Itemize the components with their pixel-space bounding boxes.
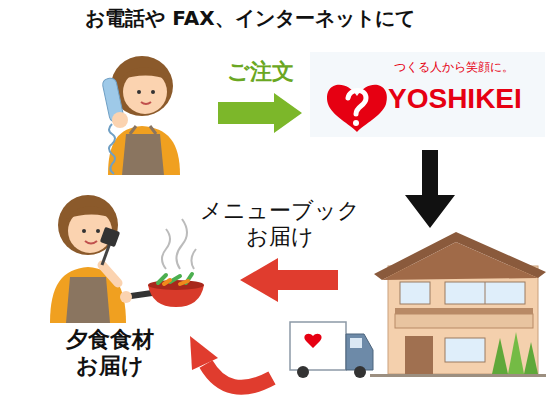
illustration-part: [327, 85, 387, 132]
curved-arrow: [206, 364, 272, 387]
illustration-part: [109, 124, 115, 174]
illustration-part: [112, 112, 128, 128]
illustration-part: [102, 243, 110, 265]
house: [370, 232, 546, 377]
illustration-part: [348, 91, 366, 115]
illustration-part: [508, 332, 524, 374]
illustration-part: [492, 338, 508, 374]
illustration-part: [370, 374, 546, 377]
menu-book-label: メニューブック お届け: [196, 198, 364, 251]
illustration-part: [290, 322, 346, 370]
phone-woman-node: お電話や FAX、インターネットにて: [90, 50, 215, 175]
heading-text: お電話や FAX、インターネットにて: [52, 6, 448, 30]
illustration-part: [158, 274, 192, 283]
illustration-part: [151, 90, 155, 94]
illustration-part: [120, 291, 132, 303]
illustration-part: [130, 126, 156, 134]
illustration-part: [297, 366, 309, 378]
illustration-part: [108, 126, 180, 175]
tagline-text: つくる人から笑顔に。: [394, 60, 542, 74]
cooking-woman: [40, 185, 210, 325]
illustration-part: [388, 266, 538, 374]
illustration-part: [304, 334, 321, 348]
illustration-part: [395, 314, 533, 328]
illustration-part: [445, 282, 525, 304]
illustration-part: [164, 280, 188, 284]
illustration-part: [405, 336, 433, 374]
illustration-part: [353, 120, 359, 126]
illustration-part: [100, 227, 121, 248]
illustration-part: [141, 102, 151, 104]
illustration-part: [82, 229, 86, 233]
illustration-part: [400, 282, 430, 304]
cooking-woman-node: 夕食食材 お届け: [40, 185, 210, 397]
illustration-part: [148, 280, 204, 290]
illustration-part: [137, 90, 141, 94]
illustration-part: [85, 241, 97, 244]
illustration-part: [96, 229, 100, 233]
illustration-part: [66, 277, 110, 323]
illustration-part: [66, 206, 114, 219]
illustration-part: [350, 338, 362, 348]
illustration-part: [102, 265, 118, 283]
illustration-part: [524, 342, 538, 374]
illustration-part: [382, 242, 538, 280]
illustration-part: [354, 366, 366, 378]
edge-label: ご注文: [225, 59, 296, 85]
illustration-part: [122, 134, 164, 175]
delivery-text: 夕食食材 お届け: [52, 327, 168, 380]
illustration-part: [346, 334, 373, 370]
order-arrow: [218, 93, 302, 133]
illustration-part: [120, 67, 168, 80]
illustration-part: [395, 308, 533, 314]
phone-woman: [90, 50, 215, 175]
logo-box: つくる人から笑顔に。 YOSHIKEI: [310, 52, 545, 137]
illustration-part: [310, 52, 545, 137]
illustration-part: [445, 338, 485, 362]
illustration-part: [162, 219, 196, 269]
brand-name: YOSHIKEI: [388, 82, 522, 116]
illustration-part: [485, 282, 486, 304]
left-arrow: [240, 258, 338, 302]
illustration-part: [374, 232, 546, 280]
curved-arrow-head: [190, 336, 218, 370]
down-arrow: [405, 150, 455, 228]
delivery-truck: [290, 322, 373, 378]
